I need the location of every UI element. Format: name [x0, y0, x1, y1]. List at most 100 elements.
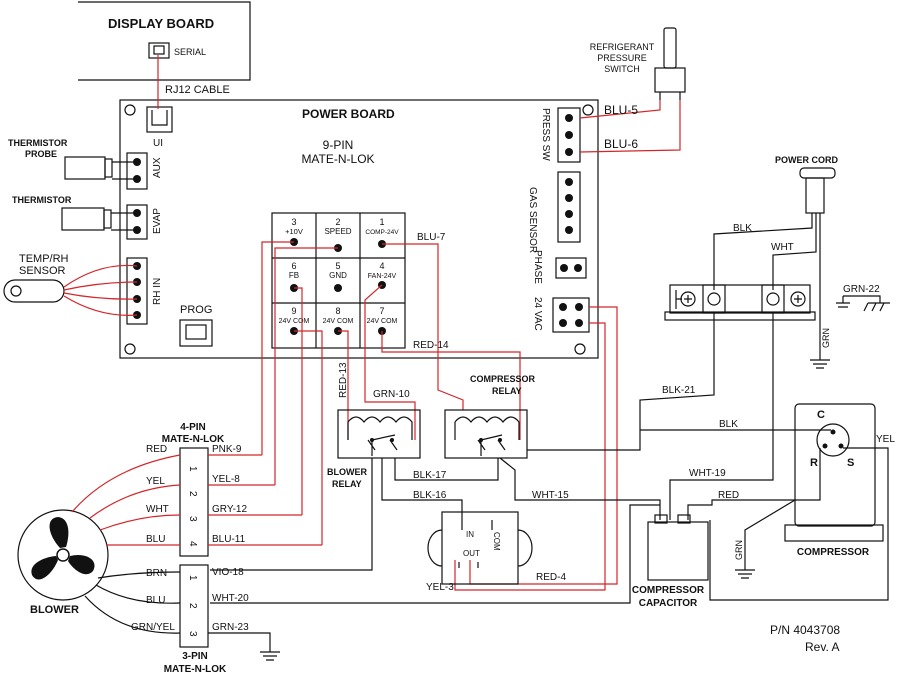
wire-yel-comp-label: YEL: [876, 434, 895, 445]
mate3-line1: 3-PIN: [182, 651, 208, 662]
mate4-pin1: 1: [187, 466, 198, 472]
blower-wire-red: RED: [146, 444, 167, 455]
blower-wire-brn: BRN: [146, 568, 167, 579]
mate3-pin1: 1: [187, 575, 198, 581]
cord-blk-label: BLK: [733, 223, 752, 234]
wire-red13-label: RED-13: [338, 362, 349, 398]
aux-label: AUX: [152, 157, 163, 178]
wire-grn23: [208, 632, 280, 661]
thermistor: [61, 207, 137, 231]
wire-wht15-label: WHT-15: [532, 490, 569, 501]
mate4-pin2: 2: [187, 491, 198, 497]
blower-wire-yel: YEL: [146, 476, 165, 487]
pin-9-name: 24V COM: [279, 318, 310, 325]
wire-red-comp-label: RED: [718, 490, 739, 501]
comp-r: R: [810, 457, 818, 469]
wire-grn-comp: [744, 499, 796, 570]
wire-grn10-label: GRN-10: [373, 389, 410, 400]
vac24-header: 24 VAC: [532, 297, 590, 333]
pin-2-num: 2: [335, 217, 340, 227]
overload-in: IN: [466, 530, 474, 539]
temp-rh-line1: TEMP/RH: [19, 253, 69, 265]
thermistor-probe-line2: PROBE: [25, 149, 57, 159]
press-switch-line1: REFRIGERANT: [590, 42, 655, 52]
blower-wire-grnyel: GRN/YEL: [131, 622, 175, 633]
wire-blu11: [294, 330, 323, 545]
wire-blk16: [381, 458, 463, 520]
wire-blu11-label: BLU-11: [212, 534, 246, 545]
mate3-connector: 1 2 3: [179, 564, 209, 648]
overload-com: COM: [492, 532, 501, 551]
rj12-cable-label: RJ12 CABLE: [165, 84, 230, 96]
blower-label: BLOWER: [30, 604, 79, 616]
wire-wht20: [210, 504, 660, 604]
mate4-connector: 1 2 3 4: [179, 447, 209, 557]
blower-fan-icon: [17, 509, 109, 601]
gas-sensor-header: GAS SENSOR: [527, 171, 581, 253]
mate9-connector: 3 +10V 2 SPEED 1 COMP-24V 6 FB 5 GND 4 F…: [271, 212, 406, 349]
part-number: P/N 4043708: [770, 623, 840, 637]
cord-wht: [772, 213, 817, 290]
prog-label: PROG: [180, 304, 212, 316]
pin-6-num: 6: [291, 261, 296, 271]
wire-blu7-label: BLU-7: [417, 232, 446, 243]
pin-1-name: COMP-24V: [365, 229, 399, 236]
pin-7-num: 7: [379, 306, 384, 316]
press-sw-label: PRESS SW: [540, 108, 551, 161]
pin-4-name: FAN-24V: [368, 273, 397, 280]
cap-line2: CAPACITOR: [639, 598, 698, 609]
pin-3-name: +10V: [285, 227, 303, 236]
wire-red13: [338, 330, 349, 440]
wire-vio18: [210, 458, 373, 571]
overload-protector: IN OUT COM: [427, 511, 533, 585]
rh-in-header: RH IN: [126, 257, 163, 325]
pin-6-name: FB: [289, 271, 299, 280]
revision: Rev. A: [805, 640, 839, 654]
cord-grn-label: GRN: [821, 328, 831, 348]
pin-3-num: 3: [291, 217, 296, 227]
rh-in-label: RH IN: [152, 278, 163, 305]
compressor-relay: [444, 409, 528, 459]
wire-blk-comp-label: BLK: [719, 419, 738, 430]
comp-relay-line1: COMPRESSOR: [470, 374, 536, 384]
wire-red-comp: [687, 448, 821, 520]
pin-2-name: SPEED: [324, 227, 351, 236]
mate4-pin4: 4: [187, 541, 198, 547]
blower-relay-line2: RELAY: [332, 479, 362, 489]
thermistor-label: THERMISTOR: [12, 195, 72, 205]
wire-yel8: [274, 247, 338, 485]
blower-relay-line1: BLOWER: [327, 467, 367, 477]
wire-yel3-label: YEL-3: [426, 582, 454, 593]
cord-blk: [713, 213, 813, 290]
wire-yel3: [454, 322, 606, 591]
pin-8-name: 24V COM: [323, 318, 354, 325]
display-board: DISPLAY BOARD SERIAL: [78, 1, 251, 81]
wire-blk17-label: BLK-17: [413, 470, 447, 481]
evap-label: EVAP: [152, 208, 163, 234]
wire-wht15: [499, 457, 661, 520]
cap-line1: COMPRESSOR: [632, 585, 705, 596]
mate3-pin3: 3: [187, 631, 198, 637]
mate4-pin3: 3: [187, 516, 198, 522]
blower-wire-blu: BLU: [146, 534, 165, 545]
cord-wht-label: WHT: [771, 242, 794, 253]
pin-7-name: 24V COM: [367, 318, 398, 325]
power-cord-plug: [799, 167, 836, 214]
power-board: POWER BOARD UI PROG 9-PIN MATE-N-LOK: [119, 99, 599, 359]
wire-red14-label: RED-14: [413, 340, 449, 351]
blower-wire-blu2: BLU: [146, 595, 165, 606]
press-switch-line3: SWITCH: [604, 64, 640, 74]
comp-relay-line2: RELAY: [492, 386, 522, 396]
wire-grn23-label: GRN-23: [212, 622, 249, 633]
pin-5-num: 5: [335, 261, 340, 271]
wire-yel-comp: [709, 447, 889, 601]
mate4-line1: 4-PIN: [180, 422, 206, 433]
wire-red4-label: RED-4: [536, 572, 566, 583]
blower-wire-wht: WHT: [146, 504, 169, 515]
pressure-switch: [579, 27, 686, 153]
wire-grn10: [364, 284, 416, 440]
serial-connector: [148, 42, 170, 59]
thermistor-probe-line1: THERMISTOR: [8, 138, 68, 148]
wire-gry12: [294, 287, 303, 515]
